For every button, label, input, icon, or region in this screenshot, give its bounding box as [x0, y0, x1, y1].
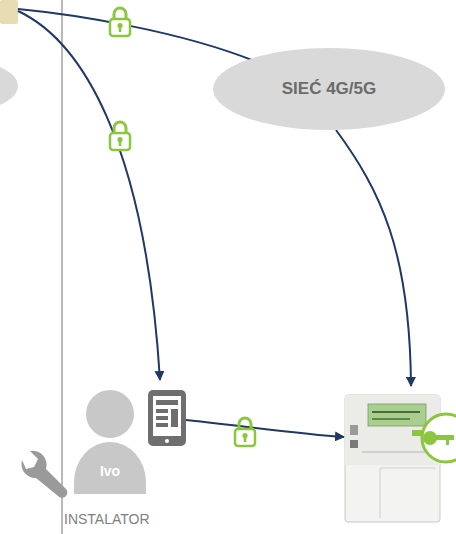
person-node: IvoINSTALATOR — [62, 386, 172, 532]
lock-icon — [110, 122, 130, 150]
network-label: SIEĆ 4G/5G — [282, 79, 376, 99]
electricity-meter — [345, 395, 440, 522]
role-label: INSTALATOR — [64, 511, 150, 527]
tablet-icon — [148, 390, 186, 446]
link-line — [186, 420, 344, 437]
lock-icon — [235, 418, 255, 446]
lock-icon — [110, 8, 130, 36]
separator-line — [61, 0, 62, 534]
link-line — [336, 130, 411, 386]
network-ellipse: SIEĆ 4G/5G — [212, 47, 446, 131]
link-line — [18, 11, 160, 380]
partial-box — [0, 0, 18, 24]
person-icon — [62, 386, 172, 532]
partial-ellipse — [0, 60, 18, 112]
wrench-icon — [21, 451, 67, 498]
person-name: Ivo — [100, 463, 120, 479]
key-badge — [422, 414, 456, 462]
